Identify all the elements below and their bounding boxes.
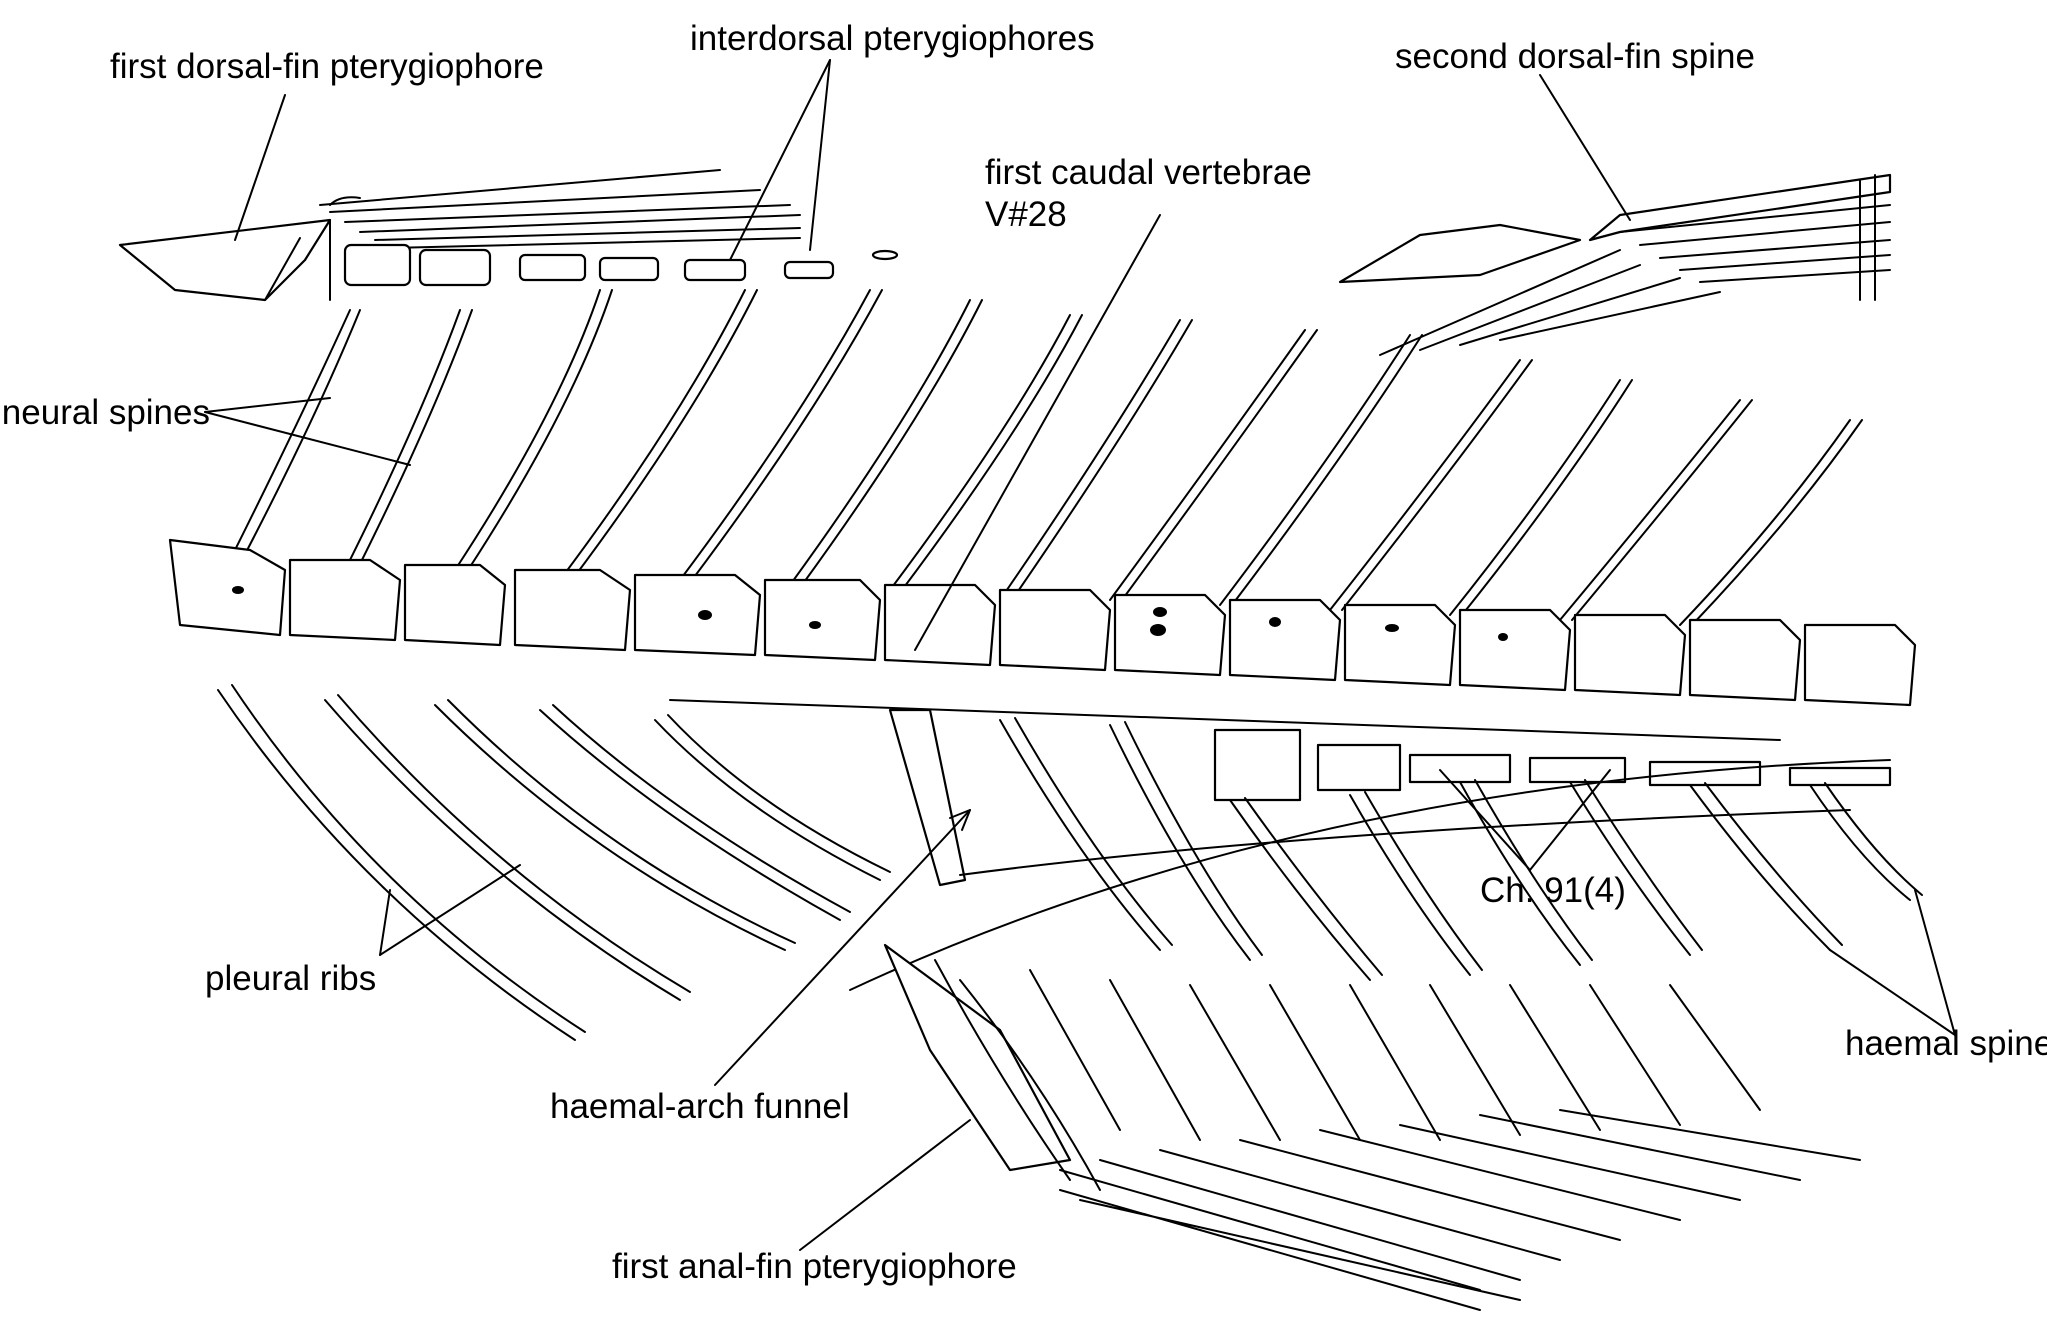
- parapophyses: [1213, 728, 1892, 802]
- leader-haemal-arch-funnel: [714, 809, 971, 1086]
- leader-haemal-spine-2: [1914, 889, 1956, 1036]
- leader-first-dorsal-pterygiophore: [234, 94, 286, 241]
- leader-second-dorsal-spine: [1539, 74, 1631, 221]
- label-character-ref: Ch. 91(4): [1480, 871, 1626, 910]
- label-interdorsal-pterygiophores: interdorsal pterygiophores: [690, 19, 1095, 58]
- leader-pleural-rib-2: [379, 889, 391, 956]
- leader-haemal-arch-funnel-arrowhead: [949, 809, 971, 831]
- leader-ch91-2: [1529, 769, 1611, 871]
- label-neural-spines: neural spines: [2, 393, 210, 432]
- vertebral-centra: [168, 538, 1917, 707]
- leader-interdorsal-1: [729, 59, 831, 261]
- label-vertebra-number: V#28: [985, 195, 1067, 234]
- first-dorsal-fin-spines: [319, 169, 801, 249]
- body-outline: [849, 759, 1891, 991]
- label-pleural-ribs: pleural ribs: [205, 959, 376, 998]
- label-haemal-spines: haemal spines: [1845, 1024, 2047, 1063]
- leader-lines: [204, 59, 1956, 1251]
- leader-ch91-1: [1439, 769, 1531, 871]
- haemal-spines: [888, 708, 1923, 981]
- leader-interdorsal-2: [809, 59, 831, 251]
- label-first-anal-fin-pterygiophore: first anal-fin pterygiophore: [612, 1247, 1017, 1286]
- neural-spines: [229, 289, 1863, 626]
- leader-neural-spine-1: [204, 397, 331, 413]
- label-second-dorsal-fin-spine: second dorsal-fin spine: [1395, 37, 1755, 76]
- labels: first dorsal-fin pterygiophore interdors…: [2, 19, 2047, 1286]
- label-haemal-arch-funnel: haemal-arch funnel: [550, 1087, 850, 1126]
- anal-fin: [883, 943, 1861, 1311]
- first-dorsal-pterygiophore: [118, 218, 332, 302]
- label-first-dorsal-fin-pterygiophore: first dorsal-fin pterygiophore: [110, 47, 544, 86]
- leader-first-anal-pterygiophore: [799, 1119, 971, 1251]
- leader-haemal-spine-1: [1829, 949, 1956, 1036]
- interdorsal-pterygiophores: [343, 243, 899, 287]
- skeleton-drawing: [118, 169, 1923, 1311]
- leader-first-caudal-vertebrae: [914, 214, 1161, 651]
- leader-neural-spine-2: [204, 411, 411, 466]
- pleural-ribs: [217, 684, 891, 1041]
- horizontal-line: [669, 699, 1781, 741]
- label-first-caudal-vertebrae: first caudal vertebrae: [985, 153, 1312, 192]
- leader-pleural-rib-1: [379, 864, 521, 956]
- second-dorsal-fin: [1338, 173, 1892, 356]
